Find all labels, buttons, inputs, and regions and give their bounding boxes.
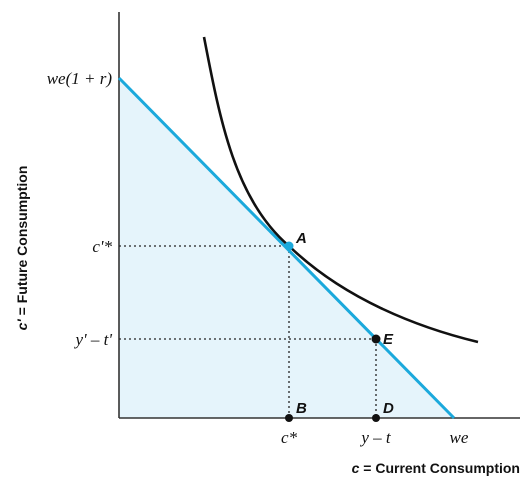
point-b-label: B [296,400,307,417]
x-tick-intercept: we [450,428,469,447]
x-axis-title-var: c [352,460,360,476]
point-b-marker [285,414,293,422]
y-tick-intercept: we(1 + r) [47,69,113,88]
point-e-marker [371,334,381,344]
y-tick-endowment: y' – t' [73,330,112,349]
point-a-label: A [295,230,307,247]
x-axis-title-rest: = Current Consumption [359,460,520,476]
y-tick-c-prime-star: c'* [92,237,112,256]
point-d-marker [372,414,380,422]
x-tick-endowment: y – t [359,428,392,447]
y-axis-title: c' = Future Consumption [14,166,30,331]
x-axis-title: c = Current Consumption [352,460,520,476]
x-tick-c-star: c* [281,428,298,447]
point-d-label: D [383,400,394,417]
y-axis-title-var: c' [14,319,30,331]
y-axis-title-rest: = Future Consumption [14,166,30,320]
guide-lines [119,245,377,418]
point-a-marker [284,241,294,251]
point-e-label: E [383,331,394,348]
